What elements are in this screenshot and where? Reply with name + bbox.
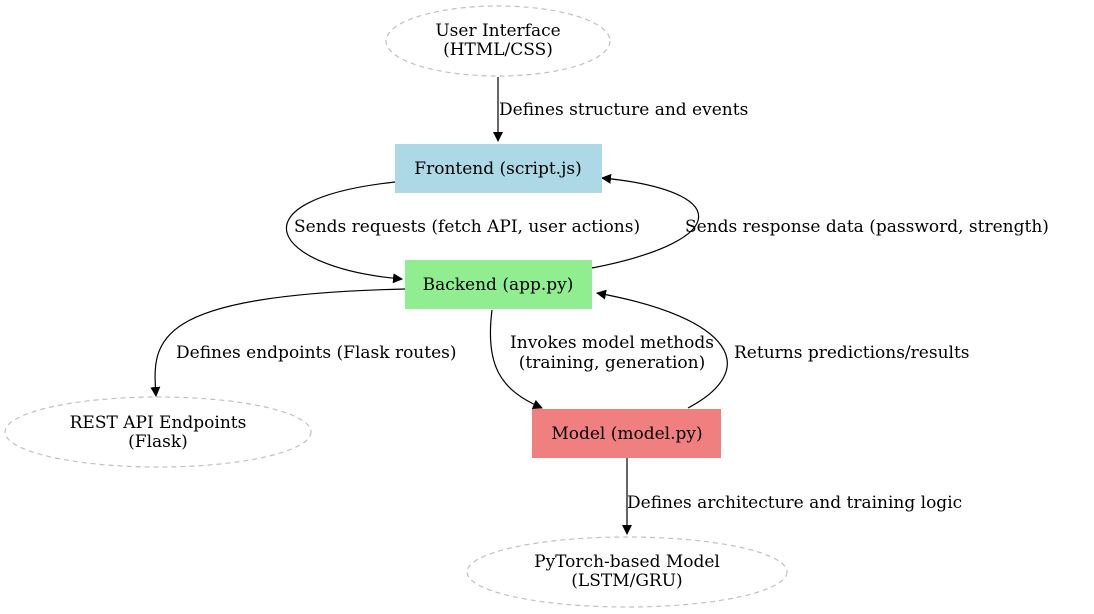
edge-backend-to-model: Invokes model methods (training, generat… [489, 309, 714, 410]
edge-ui-to-frontend: Defines structure and events [493, 77, 748, 142]
node-frontend-label: Frontend (script.js) [414, 159, 581, 179]
edge-model-to-pytorch: Defines architecture and training logic [622, 458, 962, 535]
edge-model-to-backend: Returns predictions/results [596, 289, 970, 409]
edge-label-frontend-to-backend: Sends requests (fetch API, user actions) [294, 217, 640, 237]
node-rest-api-line1: REST API Endpoints [70, 413, 247, 433]
edge-label-ui-to-frontend: Defines structure and events [499, 100, 748, 120]
edge-label-model-to-backend: Returns predictions/results [734, 343, 970, 363]
edge-backend-to-frontend: Sends response data (password, strength) [591, 173, 1049, 269]
node-model: Model (model.py) [532, 409, 721, 458]
node-backend: Backend (app.py) [405, 260, 592, 309]
edge-label-model-to-pytorch: Defines architecture and training logic [627, 493, 962, 513]
node-pytorch-model-line2: (LSTM/GRU) [571, 571, 682, 591]
edge-label-backend-to-model-line2: (training, generation) [519, 353, 706, 373]
edge-label-backend-to-rest: Defines endpoints (Flask routes) [176, 343, 457, 363]
edge-label-backend-to-frontend: Sends response data (password, strength) [685, 217, 1049, 237]
node-model-label: Model (model.py) [551, 424, 702, 444]
edge-label-backend-to-model-line1: Invokes model methods [510, 333, 714, 353]
node-backend-label: Backend (app.py) [423, 275, 574, 295]
node-user-interface: User Interface (HTML/CSS) [385, 5, 611, 77]
node-pytorch-model: PyTorch-based Model (LSTM/GRU) [466, 536, 788, 608]
node-rest-api-line2: (Flask) [128, 432, 188, 452]
node-user-interface-line1: User Interface [435, 21, 560, 41]
edge-frontend-to-backend: Sends requests (fetch API, user actions) [285, 181, 640, 284]
node-pytorch-model-line1: PyTorch-based Model [534, 552, 720, 572]
node-user-interface-line2: (HTML/CSS) [443, 40, 553, 60]
edge-backend-to-rest: Defines endpoints (Flask routes) [150, 288, 457, 397]
node-rest-api: REST API Endpoints (Flask) [4, 396, 312, 468]
node-frontend: Frontend (script.js) [395, 144, 602, 193]
